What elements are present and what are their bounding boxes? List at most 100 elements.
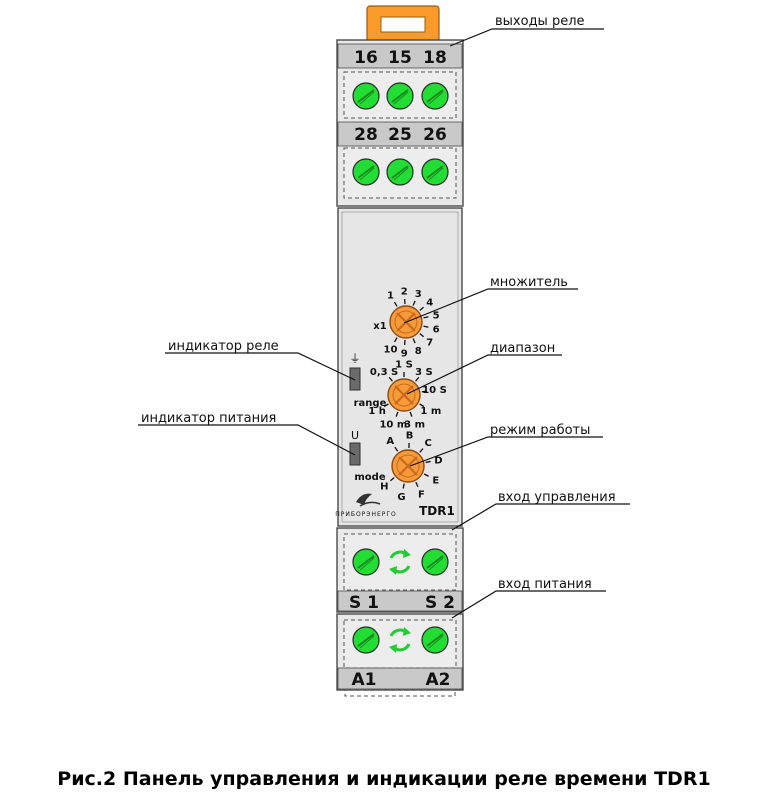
multiplier-tick: [412, 338, 416, 344]
range-scale-label: 1 h: [368, 406, 386, 417]
range-scale-label: 10 S: [422, 385, 447, 396]
leader-multiplier: [403, 288, 578, 324]
mode-tick: [394, 446, 399, 452]
range-side-label: range: [354, 398, 387, 409]
range-tick: [415, 376, 420, 382]
label-mode: режим работы: [490, 423, 590, 438]
multiplier-tick: [419, 333, 425, 338]
power-label-strip: [337, 667, 463, 690]
range-dial[interactable]: 0,3 S1 S3 S10 S1 m3 m10 m1 h: [368, 360, 446, 431]
multiplier-scale-label: 9: [401, 348, 408, 359]
leader-relay-outputs: [449, 28, 604, 47]
terminal-label-25: 25: [388, 125, 412, 145]
mode-scale-label: F: [418, 489, 425, 500]
mode-tick: [425, 460, 431, 464]
top-number-strip-1: [337, 43, 463, 69]
terminal-screw: [421, 626, 449, 654]
mode-tick: [419, 448, 424, 453]
mode-scale-label: D: [434, 455, 442, 466]
range-tick: [395, 411, 399, 417]
multiplier-scale-label: 4: [426, 298, 433, 309]
multiplier-tick: [423, 316, 429, 319]
mode-scale-label: A: [386, 436, 394, 447]
terminal-label-s2: S 2: [425, 593, 455, 613]
mode-tick: [389, 477, 395, 482]
multiplier-scale-label: 2: [401, 287, 408, 298]
terminal-screw: [352, 82, 380, 110]
mode-tick: [415, 481, 419, 488]
mode-scale-label: G: [397, 492, 405, 503]
terminal-label-28: 28: [354, 125, 378, 145]
label-power-indicator: индикатор питания: [141, 411, 276, 426]
range-tick: [421, 390, 427, 393]
range-tick: [388, 376, 393, 382]
mode-scale-label: B: [406, 431, 414, 442]
terminal-label-a2: A2: [426, 670, 451, 690]
multiplier-tick: [419, 306, 425, 311]
leader-power-indicator: [138, 424, 356, 456]
terminal-screw: [386, 82, 414, 110]
label-range: диапазон: [490, 341, 555, 356]
mode-tick: [423, 473, 429, 477]
multiplier-scale-label: 7: [426, 337, 433, 348]
multiplier-scale-label: 1: [387, 291, 394, 302]
label-relay-outputs: выходы реле: [495, 14, 585, 29]
leader-relay-indicator: [165, 352, 356, 381]
leader-range: [406, 354, 562, 395]
mode-side-label: mode: [354, 472, 385, 483]
terminal-screw: [421, 82, 449, 110]
terminal-screw: [352, 626, 380, 654]
terminal-screw: [386, 158, 414, 186]
range-scale-label: 3 S: [415, 367, 433, 378]
range-scale-label: 1 S: [395, 360, 413, 371]
bottom-clip-outline: [344, 689, 456, 697]
multiplier-scale-label: 3: [415, 289, 422, 300]
din-clip-slot: [380, 16, 426, 33]
label-relay-indicator: индикатор реле: [168, 339, 279, 354]
bridge-arrows-power: [389, 627, 411, 653]
range-scale-label: 3 m: [404, 420, 425, 431]
label-multiplier: множитель: [490, 275, 568, 290]
figure-caption: Рис.2 Панель управления и индикации реле…: [57, 768, 710, 790]
mode-scale-label: C: [425, 438, 432, 449]
terminal-screw: [421, 158, 449, 186]
terminal-label-15: 15: [388, 48, 412, 68]
brand-logo: ПРИБОРЭНЕРГО: [335, 493, 397, 518]
terminal-screw: [352, 548, 380, 576]
terminal-screw: [421, 548, 449, 576]
multiplier-scale-label: 6: [433, 325, 440, 336]
model-label: TDR1: [419, 504, 455, 518]
relay-indicator-symbol: ⏚: [350, 352, 361, 365]
multiplier-tick: [393, 337, 398, 343]
label-control-input: вход управления: [498, 490, 616, 505]
multiplier-scale-label: 8: [415, 346, 422, 357]
leader-power-input: [451, 590, 606, 619]
range-scale-label: 1 m: [420, 406, 441, 417]
terminal-screws: [352, 82, 449, 654]
mode-tick: [402, 483, 405, 489]
range-tick: [383, 403, 389, 408]
range-tick: [409, 411, 413, 417]
multiplier-scale-label: 10: [384, 344, 398, 355]
callout-leaders: [138, 28, 630, 619]
mode-scale-label: E: [432, 475, 439, 486]
terminal-label-18: 18: [423, 48, 447, 68]
power-indicator-led: [349, 442, 361, 466]
brand-logo-text: ПРИБОРЭНЕРГО: [335, 511, 397, 518]
range-tick: [419, 403, 425, 408]
top-number-strip-2: [337, 121, 463, 147]
relay-indicator-led: [349, 367, 361, 391]
power-indicator-symbol: U: [351, 429, 359, 442]
terminal-label-26: 26: [423, 125, 447, 145]
front-face-inner: [341, 211, 459, 523]
multiplier-scale-label: 5: [433, 310, 440, 321]
terminal-label-s1: S 1: [349, 593, 379, 613]
terminal-label-16: 16: [354, 48, 378, 68]
mode-scale-label: H: [380, 481, 388, 492]
terminal-label-a1: A1: [352, 670, 377, 690]
label-power-input: вход питания: [498, 577, 592, 592]
